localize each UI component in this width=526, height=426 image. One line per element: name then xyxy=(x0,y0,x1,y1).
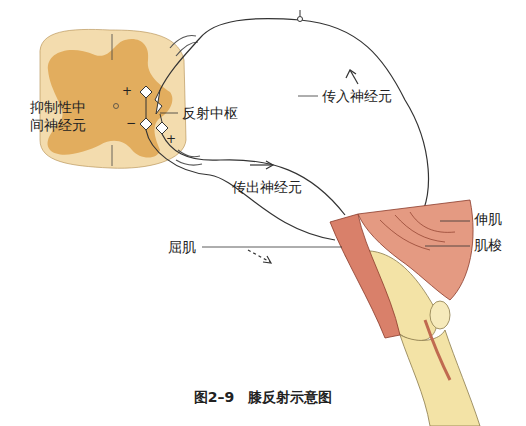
sign: − xyxy=(126,116,136,132)
gray-matter xyxy=(48,39,173,157)
part-label: 反射中枢 xyxy=(182,104,238,122)
part-label: 传出神经元 xyxy=(232,178,302,196)
extensor-muscle xyxy=(358,200,473,300)
part-label: 传入神经元 xyxy=(322,87,392,105)
sign: + xyxy=(122,84,132,100)
part-label: 屈肌 xyxy=(168,238,196,256)
part-label: 肌梭 xyxy=(474,236,502,254)
caption: 图2–9 膝反射示意图 xyxy=(194,388,332,406)
sign: + xyxy=(166,132,176,148)
spinal-cord xyxy=(40,29,186,168)
part-label: 伸肌 xyxy=(474,210,502,228)
part-label: 抑制性中间神经元 xyxy=(30,98,90,134)
tibia xyxy=(400,330,480,426)
